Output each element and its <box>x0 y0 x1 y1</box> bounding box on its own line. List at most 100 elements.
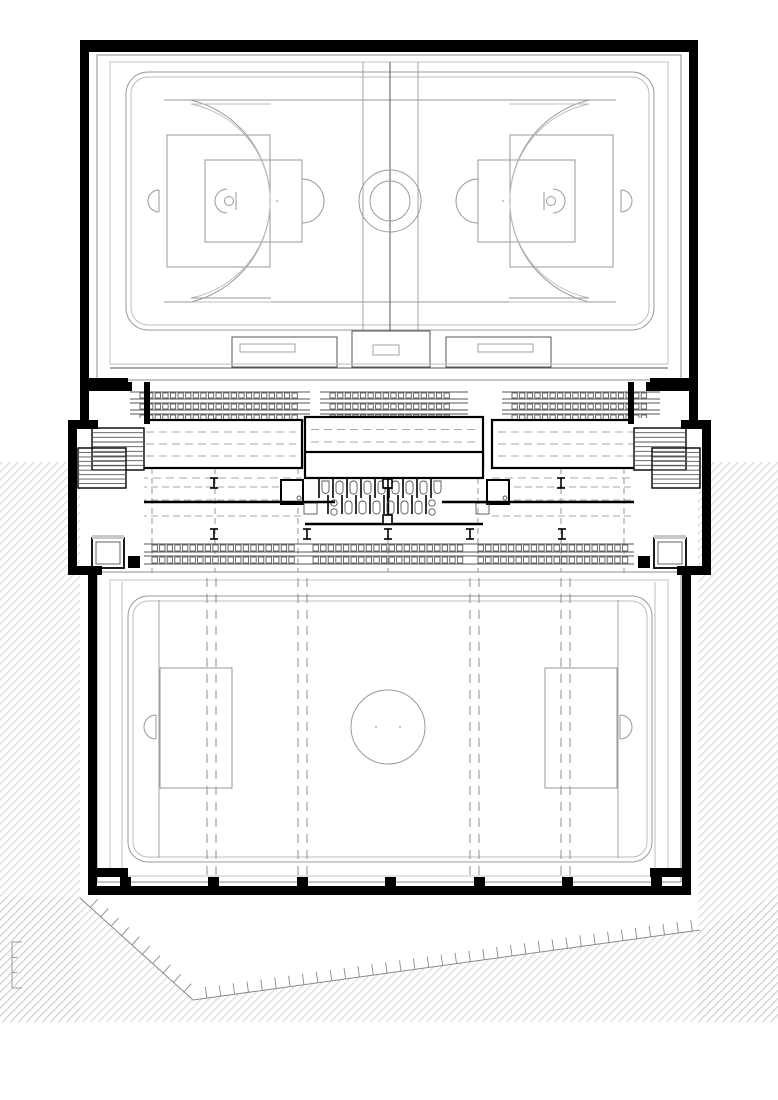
lower-tribune-seat <box>606 544 614 552</box>
lower-tribune-seat <box>477 544 484 552</box>
wall-south-west-return <box>88 868 128 877</box>
lift-door-west <box>92 535 124 539</box>
lower-tribune-seat <box>500 544 507 552</box>
upper-tribune-seat <box>207 392 215 399</box>
upper-tribune-seat <box>261 403 268 410</box>
wall-east-mid <box>702 420 711 575</box>
upper-tribune-seat <box>549 392 556 399</box>
lower-tribune-seat <box>235 544 242 552</box>
lower-tribune-seat <box>380 556 388 564</box>
washbasin-fixture <box>330 508 338 516</box>
upper-tribune-seat <box>382 392 389 399</box>
lower-tribune-seat <box>449 544 456 552</box>
equipment-store-centre-equipment <box>372 344 400 356</box>
upper-tribune-seat <box>177 392 184 399</box>
embankment-tick <box>343 967 346 979</box>
lower-tribune-seat <box>265 544 272 552</box>
free-throw-arc-right <box>455 178 479 224</box>
upper-tribune-seat <box>519 392 526 399</box>
three-point-arc-inner-left <box>190 103 271 299</box>
lower-tribune-seat <box>212 544 219 552</box>
lower-tribune-seat <box>342 556 350 564</box>
upper-tribune-seat <box>283 403 291 410</box>
wall-west-mid <box>68 420 77 575</box>
lower-tribune-seat <box>614 544 621 552</box>
lower-tribune-seat <box>507 544 515 552</box>
upper-tribune-seat <box>352 392 359 399</box>
upper-tribune-seat <box>261 392 268 399</box>
lower-tribune-seat <box>456 544 464 552</box>
embankment-tick <box>551 939 555 951</box>
upper-tribune-seat <box>595 392 602 399</box>
lower-tribune-seat <box>174 544 181 552</box>
upper-tribune-seat <box>352 403 359 410</box>
vestibule-west <box>280 479 304 505</box>
lower-tribune-seat <box>576 556 583 564</box>
embankment-tick-marks <box>90 898 693 999</box>
embankment-tick <box>288 975 291 987</box>
lower-tribune-seat <box>166 544 174 552</box>
wc-fixture <box>372 500 381 515</box>
lower-tribune-seat <box>166 556 174 564</box>
upper-hall-court-markings <box>125 62 655 352</box>
wall-mid-east-return <box>681 420 711 429</box>
washbasin-fixture <box>428 499 436 507</box>
lower-tribune-seat <box>350 544 357 552</box>
embankment-tick <box>371 964 374 976</box>
stair-flight-west-1 <box>77 447 127 489</box>
lower-tribune-seat <box>204 556 212 564</box>
lower-tribune-seat <box>456 556 464 564</box>
embankment-edge-line <box>79 897 701 1001</box>
embankment-tick <box>246 981 249 993</box>
wall-north <box>80 40 698 52</box>
embankment-tick <box>690 920 693 932</box>
lower-tribune-seat <box>219 544 227 552</box>
lower-tribune-seat <box>418 544 426 552</box>
lower-tribune-seat <box>335 544 342 552</box>
centre-mark-a <box>375 726 377 728</box>
upper-tribune-seat <box>405 392 412 399</box>
upper-tribune-seat <box>526 392 533 399</box>
embankment-tick <box>162 964 171 974</box>
embankment-tick <box>593 933 596 945</box>
upper-tribune-seat <box>633 392 640 399</box>
embankment-tick <box>142 945 151 955</box>
lift-shaft-east <box>653 537 687 569</box>
upper-tribune-seat <box>519 403 526 410</box>
wall-east-lower <box>682 570 691 895</box>
upper-tribune-seat <box>541 392 549 399</box>
lower-tribune-seat <box>197 556 204 564</box>
basket-arc-right <box>620 189 633 213</box>
upper-tribune-seat <box>557 403 564 410</box>
restricted-arc-left <box>214 188 228 214</box>
lower-tribune-seat <box>288 544 295 552</box>
upper-tribune-seat <box>610 392 617 399</box>
lower-tribune-seat <box>388 544 395 552</box>
door-swing-mark <box>502 495 508 501</box>
upper-hall-floor-area <box>109 61 669 365</box>
embankment-tick <box>607 931 610 943</box>
lower-tribune-seat <box>320 556 327 564</box>
court-mark-left <box>276 200 278 202</box>
door-swing-mark <box>296 495 302 501</box>
lower-tribune-seat <box>403 544 411 552</box>
lower-tribune-seat <box>599 556 606 564</box>
wall-south-east-return <box>650 868 690 877</box>
lane-rect-left <box>204 159 303 243</box>
upper-tribune-seat <box>511 392 518 399</box>
washbasin-fixture <box>428 508 436 516</box>
embankment-tick <box>131 936 140 946</box>
upper-tribune-seat <box>268 392 275 399</box>
lower-tribune-seat <box>388 556 395 564</box>
lower-tribune-seat <box>280 556 288 564</box>
embankment-tick <box>676 922 679 934</box>
equipment-store-centre <box>351 330 431 368</box>
upper-tribune-seat <box>549 403 556 410</box>
wall-transition-east <box>646 382 698 391</box>
lower-tribune-seat <box>477 556 484 564</box>
embankment-tick <box>274 977 277 989</box>
lower-tribune-seat <box>227 556 234 564</box>
upper-tribune-seat <box>587 403 594 410</box>
stair-flight-east-1 <box>651 447 701 489</box>
lower-tribune-seat <box>441 544 449 552</box>
